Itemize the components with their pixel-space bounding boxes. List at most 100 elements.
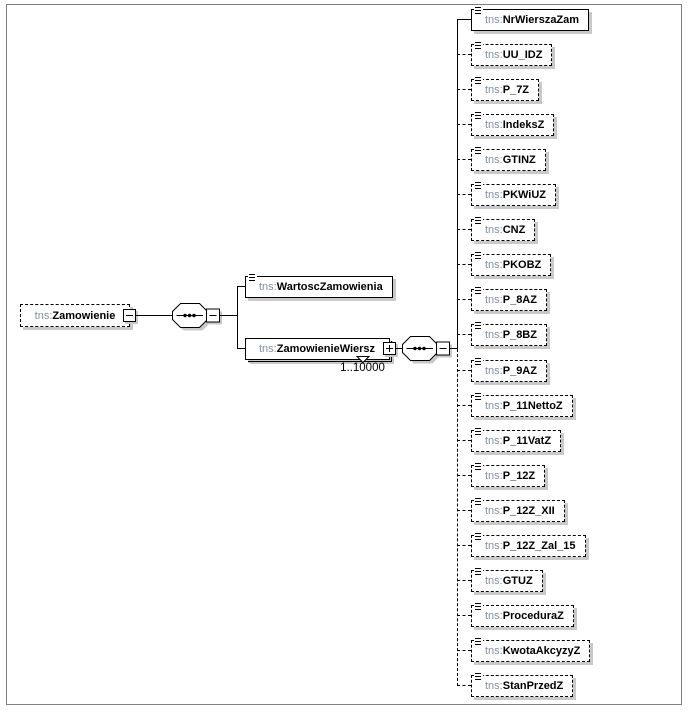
element-name: GTUZ	[502, 575, 533, 587]
connector-line	[136, 315, 173, 316]
element-name: ZamowienieWiersz	[276, 343, 376, 355]
element-box-proceduraz[interactable]: tns:ProceduraZ	[471, 602, 574, 627]
element-prefix: tns:	[485, 189, 503, 201]
element-box-pkobz[interactable]: tns:PKOBZ	[471, 251, 552, 276]
element-box-p_12z_xii[interactable]: tns:P_12Z_XII	[471, 497, 565, 522]
element-prefix: tns:	[485, 505, 503, 517]
element-box-stanprzedz[interactable]: tns:StanPrzedZ	[471, 672, 574, 697]
element-box-zamowienie[interactable]: tns:Zamowienie	[20, 304, 130, 327]
connector-line	[449, 348, 458, 349]
text-content-icon	[474, 146, 483, 156]
connector-indeksz	[457, 124, 471, 126]
sequence-compositor-icon[interactable]	[172, 302, 224, 333]
element-name: KwotaAkcyzyZ	[502, 645, 581, 657]
element-name: Zamowienie	[52, 309, 116, 322]
connector-p_7z	[457, 89, 471, 91]
element-box-p_7z[interactable]: tns:P_7Z	[471, 76, 540, 101]
element-prefix: tns:	[485, 329, 503, 341]
element-prefix: tns:	[485, 470, 503, 482]
element-name: StanPrzedZ	[502, 680, 564, 692]
element-box-wartosczamowienia[interactable]: tns:WartoscZamowienia	[245, 273, 393, 298]
text-content-icon	[474, 602, 483, 612]
element-name: P_9AZ	[502, 365, 537, 377]
text-content-icon	[474, 321, 483, 331]
element-prefix: tns:	[485, 14, 503, 26]
element-prefix: tns:	[485, 119, 503, 131]
element-name: GTINZ	[502, 154, 536, 166]
element-prefix: tns:	[485, 645, 503, 657]
connector-p_12z_xii	[457, 510, 471, 512]
text-content-icon	[474, 637, 483, 647]
element-prefix: tns:	[485, 610, 503, 622]
element-name: CNZ	[502, 224, 526, 236]
text-content-icon	[474, 41, 483, 51]
text-content-icon	[474, 497, 483, 507]
element-prefix: tns:	[485, 365, 503, 377]
element-prefix: tns:	[34, 309, 53, 322]
occurrence-label: 1..10000	[340, 362, 385, 374]
text-content-icon	[474, 76, 483, 86]
connector-stanprzedz	[457, 685, 471, 687]
element-name: P_12Z	[502, 470, 536, 482]
element-box-p_12z_zal_15[interactable]: tns:P_12Z_Zal_15	[471, 532, 586, 557]
element-prefix: tns:	[485, 259, 503, 271]
text-content-icon	[248, 273, 257, 283]
connector-p_12z	[457, 475, 471, 477]
text-content-icon	[474, 532, 483, 542]
element-name: NrWierszaZam	[502, 14, 580, 26]
element-box-kwotaakcyzyz[interactable]: tns:KwotaAkcyzyZ	[471, 637, 591, 662]
connector-p_9az	[457, 370, 471, 372]
element-box-p_11nettoz[interactable]: tns:P_11NettoZ	[471, 392, 573, 417]
element-name: P_8AZ	[502, 294, 537, 306]
element-box-p_8bz[interactable]: tns:P_8BZ	[471, 321, 547, 346]
connector-p_11vatz	[457, 440, 471, 442]
element-box-nrwierszazam[interactable]: tns:NrWierszaZam	[471, 6, 590, 31]
connector-line	[219, 315, 238, 316]
connector-pkwiuz	[457, 194, 471, 196]
element-box-pkwiuz[interactable]: tns:PKWiUZ	[471, 181, 557, 206]
connector-p_11nettoz	[457, 405, 471, 407]
occurrence-triangle-icon	[355, 356, 371, 364]
element-prefix: tns:	[485, 400, 503, 412]
connector-gtuz	[457, 580, 471, 582]
text-content-icon	[474, 6, 483, 16]
element-prefix: tns:	[485, 154, 503, 166]
element-box-indeksz[interactable]: tns:IndeksZ	[471, 111, 555, 136]
connector-line	[237, 348, 245, 349]
sequence-compositor-icon[interactable]	[402, 335, 454, 366]
collapse-button[interactable]	[123, 309, 136, 322]
element-box-cnz[interactable]: tns:CNZ	[471, 216, 536, 241]
text-content-icon	[474, 181, 483, 191]
element-prefix: tns:	[485, 680, 503, 692]
connector-gtinz	[457, 159, 471, 161]
element-box-p_11vatz[interactable]: tns:P_11VatZ	[471, 427, 562, 452]
element-prefix: tns:	[485, 84, 503, 96]
element-name: P_11NettoZ	[502, 400, 563, 412]
connector-kwotaakcyzyz	[457, 650, 471, 652]
connector-p_12z_zal_15	[457, 545, 471, 547]
element-box-gtinz[interactable]: tns:GTINZ	[471, 146, 546, 171]
element-prefix: tns:	[485, 540, 503, 552]
element-box-p_8az[interactable]: tns:P_8AZ	[471, 286, 547, 311]
element-box-p_9az[interactable]: tns:P_9AZ	[471, 357, 547, 382]
element-name: P_11VatZ	[502, 435, 552, 447]
element-box-gtuz[interactable]: tns:GTUZ	[471, 567, 543, 592]
connector-nrwierszazam	[457, 19, 471, 20]
element-prefix: tns:	[485, 49, 503, 61]
connector-cnz	[457, 229, 471, 231]
element-box-uu_idz[interactable]: tns:UU_IDZ	[471, 41, 553, 66]
connector-trunk	[457, 19, 458, 349]
text-content-icon	[474, 462, 483, 472]
element-box-p_12z[interactable]: tns:P_12Z	[471, 462, 546, 487]
text-content-icon	[474, 427, 483, 437]
connector-trunk	[237, 286, 238, 349]
element-prefix: tns:	[485, 294, 503, 306]
expand-button[interactable]	[383, 342, 396, 355]
element-prefix: tns:	[259, 281, 277, 293]
element-prefix: tns:	[485, 575, 503, 587]
text-content-icon	[474, 672, 483, 682]
connector-trunk-optional	[457, 349, 458, 686]
text-content-icon	[474, 111, 483, 121]
element-name: PKWiUZ	[502, 189, 547, 201]
element-name: P_8BZ	[502, 329, 537, 341]
